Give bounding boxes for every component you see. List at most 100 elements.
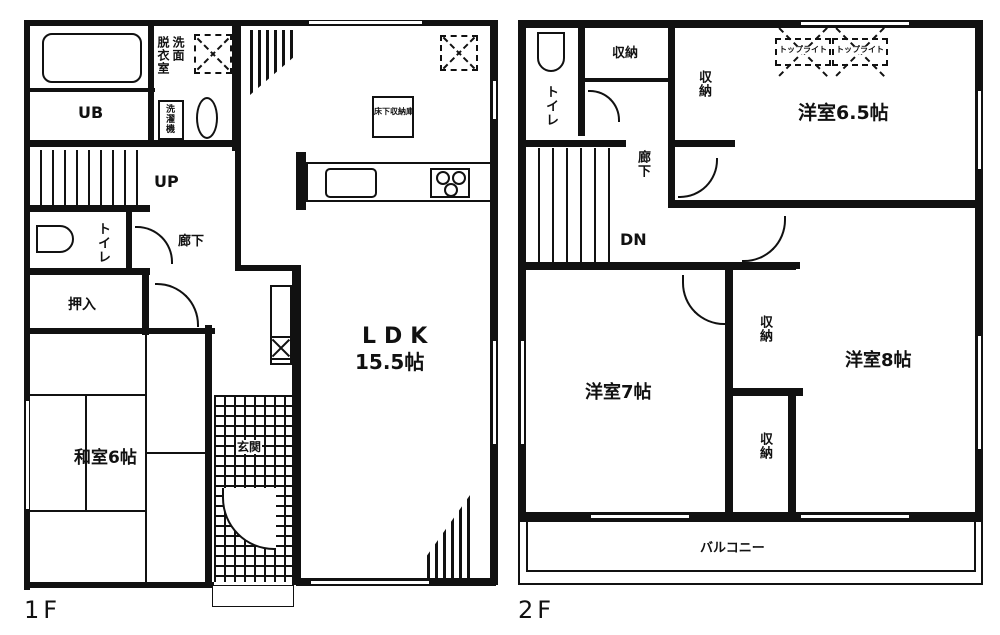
room-label-storage-mid-1: 収納 — [757, 315, 772, 343]
window — [520, 340, 525, 445]
kitchen-counter-end — [296, 152, 306, 210]
entrance-step — [212, 585, 294, 607]
door-swing — [682, 275, 726, 325]
window — [492, 340, 497, 445]
wall — [668, 26, 675, 206]
wall — [740, 262, 800, 269]
sink-icon — [325, 168, 377, 198]
burner-icon — [436, 171, 450, 185]
room-label-closet: 押入 — [68, 297, 96, 313]
door-swing — [155, 283, 199, 327]
wall — [788, 396, 796, 516]
burner-icon — [452, 171, 466, 185]
window — [590, 514, 690, 519]
wall — [205, 325, 212, 587]
wall — [142, 275, 149, 335]
vent-icon — [440, 35, 478, 71]
wall — [148, 26, 154, 146]
room-label-balcony: バルコニー — [700, 541, 765, 556]
window — [977, 90, 982, 170]
vent-icon — [270, 336, 292, 360]
wall — [235, 26, 241, 271]
room-label-western-room-8: 洋室8帖 — [845, 350, 912, 371]
wall — [733, 388, 803, 396]
window — [25, 400, 30, 510]
wall — [30, 88, 155, 92]
wall — [30, 140, 240, 147]
wall — [30, 268, 150, 275]
window — [977, 335, 982, 450]
skylight-icon — [832, 38, 888, 66]
room-label-unit-bath: UB — [78, 103, 104, 122]
burner-icon — [444, 183, 458, 197]
floor-label-2f: 2F — [518, 596, 556, 624]
stairs-up-label: UP — [154, 172, 179, 191]
door-swing — [742, 216, 786, 262]
floor-label-1f: 1F — [24, 596, 62, 624]
room-label-washroom: 洗面 — [171, 36, 185, 62]
window — [308, 20, 423, 25]
toilet-icon — [537, 32, 565, 72]
window — [800, 21, 910, 26]
room-label-japanese-room: 和室6帖 — [74, 448, 137, 468]
wall — [24, 20, 30, 590]
wall — [30, 328, 215, 334]
skylight-icon — [775, 38, 831, 66]
staircase-lines — [250, 30, 295, 95]
staircase-lines — [427, 488, 475, 578]
wall — [292, 265, 301, 585]
floor-plan-2f: トイレ 収納 収納 廊下 DN トップライト トップライト 洋室6.5帖 洋室7… — [500, 0, 1000, 635]
tatami-room — [30, 334, 208, 582]
room-label-entrance: 玄関 — [236, 440, 263, 454]
room-label-western-room-7: 洋室7帖 — [585, 382, 652, 403]
floor-plan-1f: UB 脱衣室 洗面 洗濯機 UP トイレ 廊下 押入 和室6帖 玄関 — [0, 0, 500, 635]
wall — [578, 26, 585, 136]
wall — [725, 265, 733, 515]
wall — [585, 78, 675, 82]
wall — [526, 140, 626, 147]
door-swing — [588, 90, 620, 122]
wall — [490, 20, 498, 585]
wall — [518, 20, 983, 28]
stairs-down-label: DN — [620, 230, 647, 249]
room-label-hallway-2f: 廊下 — [635, 150, 650, 178]
wall — [518, 512, 983, 520]
vent-icon — [194, 34, 232, 74]
wall — [675, 140, 735, 147]
room-label-hallway-1f: 廊下 — [178, 234, 205, 249]
bathtub — [42, 33, 142, 83]
window — [310, 580, 430, 585]
washbasin-icon — [196, 97, 218, 139]
room-label-storage-mid-2: 収納 — [757, 432, 772, 460]
wall — [24, 20, 494, 26]
room-label-toilet-1f: トイレ — [95, 222, 110, 264]
wall — [235, 265, 297, 271]
room-label-underfloor-storage: 床下収納庫 — [374, 107, 414, 116]
room-label-skylight-1: トップライト — [779, 45, 827, 54]
wall — [30, 205, 150, 212]
staircase — [526, 148, 616, 263]
balcony-inner — [526, 520, 976, 572]
wall — [526, 262, 796, 270]
room-label-skylight-2: トップライト — [836, 45, 884, 54]
door-swing — [678, 158, 718, 198]
room-label-storage-side: 収納 — [696, 70, 711, 98]
room-label-washing-machine: 洗濯機 — [164, 104, 174, 134]
staircase — [30, 150, 145, 205]
room-label-storage-top: 収納 — [612, 46, 639, 61]
washing-machine-icon — [158, 100, 184, 140]
window — [492, 80, 497, 120]
room-label-dressing-room: 脱衣室 — [156, 36, 170, 75]
room-label-toilet-2f: トイレ — [543, 85, 558, 127]
wall — [24, 582, 214, 588]
underfloor-storage-icon — [372, 96, 414, 138]
window — [800, 514, 910, 519]
toilet-icon — [36, 225, 74, 253]
wall — [975, 20, 983, 520]
room-label-ldk-size: 15.5帖 — [355, 350, 425, 374]
room-label-ldk: LDK — [362, 324, 436, 349]
wall — [518, 20, 526, 520]
room-label-western-room-6-5: 洋室6.5帖 — [798, 102, 889, 124]
wall — [668, 200, 983, 208]
door-swing — [135, 226, 173, 264]
